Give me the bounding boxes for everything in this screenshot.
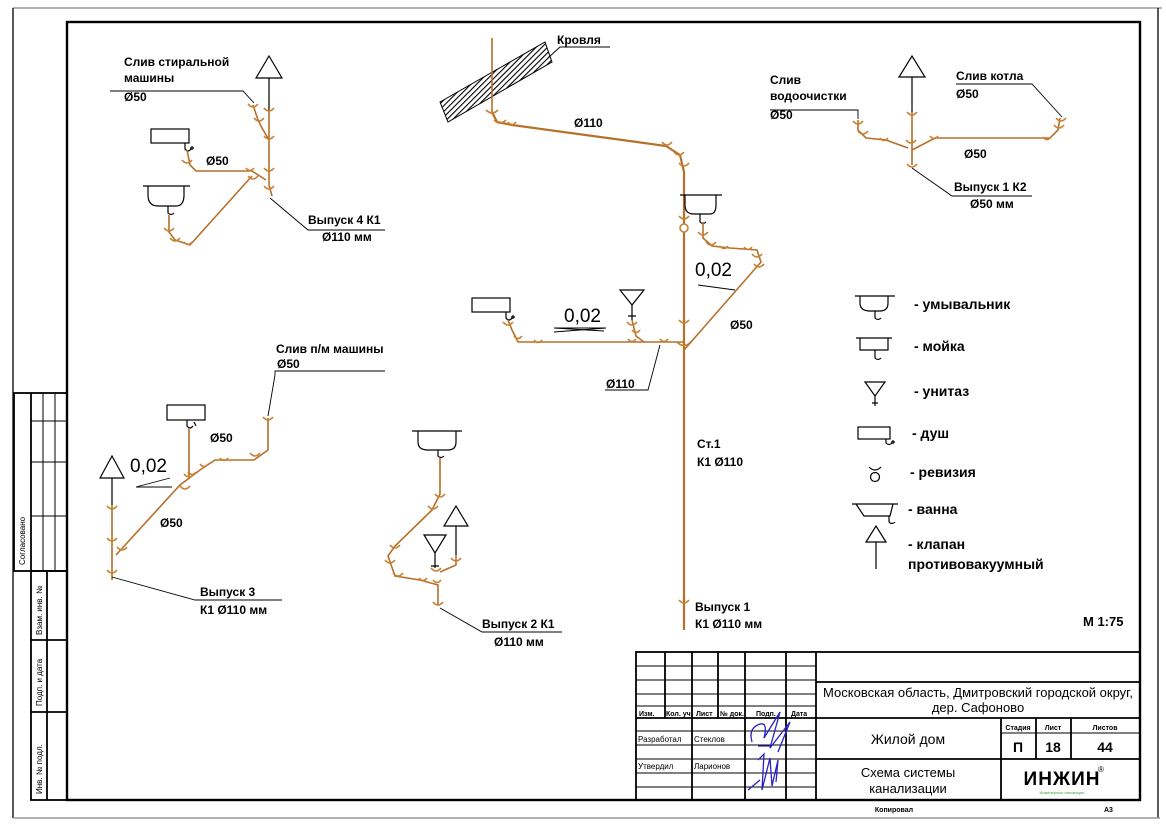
diameter-d110-branch: Ø110: [606, 377, 635, 391]
bathtub-icon: [852, 503, 898, 525]
legend-label-cleanout: - ревизия: [910, 464, 976, 480]
tb-role-approved: Утвердил: [638, 762, 674, 771]
tb-col-sheet: Лист: [696, 711, 713, 718]
tb-stage-value: П: [1013, 739, 1023, 755]
legend-label-sink: - мойка: [914, 338, 965, 354]
outlet3-line2: К1 Ø110 мм: [200, 603, 267, 617]
washbasin-icon: [855, 295, 895, 321]
side-field-sign-date: Подп. и дата: [35, 658, 44, 706]
side-field-inv-original: Инв. № подл.: [35, 744, 44, 794]
vacuum-valve-icon: [864, 524, 888, 569]
drain-dishwasher-line1: Слив п/м машины: [276, 342, 383, 356]
outlet2-line2: Ø110 мм: [494, 635, 544, 649]
tb-sheet-title-line1: Схема системы: [861, 765, 955, 780]
legend-label-bathtub: - ванна: [908, 501, 958, 517]
outlet3-line1: Выпуск 3: [200, 585, 256, 599]
cleanout-icon: [868, 466, 882, 483]
outlet1-line2: К1 Ø110 мм: [695, 617, 762, 631]
cleanout-icon: [679, 223, 689, 233]
side-agreed-label: Согласовано: [18, 516, 27, 565]
sheet-border: [12, 7, 1162, 819]
drain-dishwasher-line2: Ø50: [277, 357, 300, 371]
tb-col-sign: Подп.: [756, 711, 776, 718]
legend-label-vacuum-valve-line1: - клапан: [908, 536, 965, 552]
roof-pipe-diameter: Ø110: [574, 116, 603, 130]
side-stamp: Согласовано Взам. инв. № Подп. и дата Ин…: [13, 392, 68, 801]
tb-sheet-label: Лист: [1045, 725, 1062, 732]
drain-boiler-line1: Слив котла: [956, 69, 1024, 83]
drain-water-treatment-line3: Ø50: [770, 108, 793, 122]
scale-label: М 1:75: [1083, 614, 1123, 629]
tb-sheet-value: 18: [1045, 739, 1061, 755]
legend-label-vacuum-valve-line2: противовакуумный: [908, 556, 1044, 572]
tb-col-change: Изм.: [639, 711, 655, 718]
outlet1k2-line2: Ø50 мм: [970, 197, 1014, 211]
slope-label-outlet3: 0,02: [130, 456, 167, 477]
drain-water-treatment-line1: Слив: [770, 73, 801, 87]
tb-name-developed: Стеклов: [694, 735, 725, 744]
tb-col-date: Дата: [791, 711, 807, 718]
tb-stage-label: Стадия: [1005, 725, 1030, 732]
company-logo-subtitle: Инженерные инновации: [1039, 790, 1084, 795]
toilet-icon: [863, 381, 887, 406]
tb-name-approved: Ларионов: [694, 762, 730, 771]
company-logo-mark: ®: [1098, 765, 1104, 774]
riser-st1: Ø110 0,02 0,02 Ø50 Ø110 Ст.1 К1 Ø110 Вып…: [471, 38, 765, 631]
diameter-d50-outlet3-upper: Ø50: [210, 431, 233, 445]
roof: Кровля: [439, 33, 610, 123]
copied-label: Копировал: [875, 807, 913, 814]
tb-col-qty: Кол. уч.: [666, 711, 693, 718]
outlet4-line1: Выпуск 4 К1: [308, 213, 381, 227]
tb-sheet-title-line2: канализации: [869, 781, 947, 796]
sink-icon: [856, 337, 892, 361]
shower-icon: [857, 426, 895, 446]
tb-object: Жилой дом: [871, 731, 945, 747]
signature: [747, 711, 791, 791]
tb-location-line1: Московская область, Дмитровский городско…: [823, 685, 1133, 700]
tb-sheets-label: Листов: [1092, 725, 1118, 732]
outlet1k2-line1: Выпуск 1 К2: [954, 180, 1027, 194]
diameter-d50-riser-branch: Ø50: [730, 318, 753, 332]
drain-washing-machine-line2: машины: [124, 71, 174, 85]
riser-label-line2: К1 Ø110: [697, 455, 743, 469]
tb-sheets-value: 44: [1097, 739, 1113, 755]
outlet1k2-group: Слив водоочистки Ø50 Слив котла Ø50 Ø50 …: [770, 54, 1067, 211]
riser-label-line1: Ст.1: [697, 437, 721, 451]
diameter-d50-outlet4: Ø50: [206, 154, 229, 168]
slope-label-branch: 0,02: [564, 306, 601, 327]
legend: - умывальник - мойка - унитаз - душ - ре…: [852, 295, 1044, 572]
drain-boiler-line2: Ø50: [956, 87, 979, 101]
diameter-d50-k2: Ø50: [964, 147, 987, 161]
outlet2-line1: Выпуск 2 К1: [482, 617, 555, 631]
roof-label: Кровля: [557, 33, 601, 47]
diameter-d50-outlet3-lower: Ø50: [160, 516, 183, 530]
outlet3-group: Слив п/м машины Ø50 Ø50 0,02 Ø50 Выпуск …: [98, 342, 385, 617]
title-block: Изм. Кол. уч. Лист № док. Подп. Дата Раз…: [635, 651, 1141, 814]
outlet4-line2: Ø110 мм: [322, 230, 372, 244]
outlet2-group: Выпуск 2 К1 Ø110 мм: [384, 430, 562, 649]
tb-col-doc: № док.: [720, 710, 744, 718]
tb-role-developed: Разработал: [638, 735, 682, 744]
legend-label-washbasin: - умывальник: [914, 296, 1011, 312]
drain-washing-machine-line1: Слив стиральной: [124, 55, 229, 69]
format-label: А3: [1104, 807, 1113, 814]
tb-location-line2: дер. Сафоново: [932, 700, 1024, 715]
side-field-replaced: Взам. инв. №: [35, 585, 44, 635]
drain-water-treatment-line2: водоочистки: [770, 89, 847, 103]
outlet1-line1: Выпуск 1: [695, 600, 751, 614]
legend-label-shower: - душ: [912, 425, 949, 441]
drain-washing-machine-line3: Ø50: [124, 90, 147, 104]
company-logo: ИНЖИН: [1024, 769, 1101, 790]
outlet4-group: Слив стиральной машины Ø50 Ø50 Выпуск 4 …: [110, 54, 385, 246]
slope-label-riser-branch: 0,02: [695, 260, 732, 281]
legend-label-toilet: - унитаз: [914, 383, 969, 399]
